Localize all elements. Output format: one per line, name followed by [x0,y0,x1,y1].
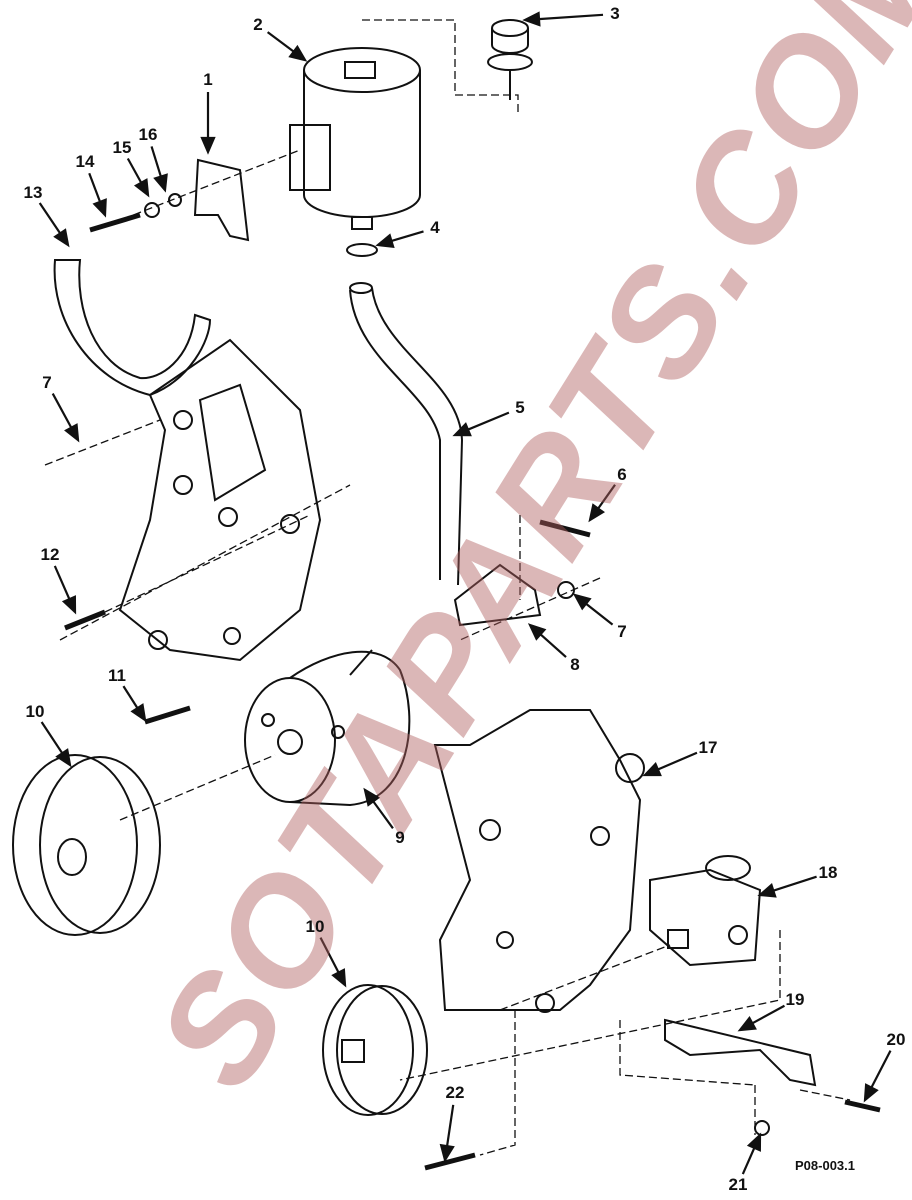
callout-label: 10 [305,917,325,936]
callout-label: 8 [570,655,580,674]
arrow-head-icon [153,173,168,193]
callout-label: 2 [253,15,263,34]
pulley-part-lower [322,984,428,1116]
callout-label: 14 [75,152,95,171]
cap-part [487,19,533,100]
callout-leader-line [461,411,510,433]
arrow-head-icon [863,1083,879,1103]
pulley-part [12,754,161,936]
callout-leader-line [767,875,817,894]
arrow-head-icon [64,423,80,443]
arrow-head-icon [92,198,107,218]
callout-label: 1 [203,70,213,89]
arrow-head-icon [363,787,381,807]
arrow-head-icon [588,503,606,523]
callout-leader-line [51,393,76,434]
callout-leader-line [40,721,67,759]
reservoir-part [289,47,421,230]
callout-label: 5 [515,398,525,417]
arrow-head-icon [375,233,395,249]
arrow-head-icon [746,1132,762,1152]
arrow-head-icon [439,1143,455,1163]
callout-leader-line [532,13,604,21]
arrow-head-icon [527,623,547,641]
bracket-part [193,158,250,242]
arrow-head-icon [522,11,541,27]
callout-label: 10 [25,702,45,721]
arrow-head-icon [757,883,777,898]
callout-leader-line [319,937,343,979]
pump-part [244,649,411,807]
callout-label: 9 [395,828,405,847]
arrow-head-icon [642,762,662,777]
callout-leader-line [38,202,65,239]
callout-label: 13 [23,183,43,202]
callout-label: 12 [40,545,60,564]
callout-label: 15 [112,138,132,157]
callout-label: 6 [617,465,627,484]
arrow-head-icon [452,422,472,437]
mounting-bracket-part [433,709,645,1013]
arrow-head-icon [61,595,77,615]
callout-leader-line [746,1004,785,1028]
arrow-head-icon [130,703,147,723]
callout-label: 17 [698,738,718,757]
callout-leader-line [867,1050,892,1094]
callout-label: 18 [818,863,838,882]
callout-leader-line [651,751,698,773]
callout-leader-line [445,1104,455,1153]
callout-label: 16 [138,125,158,144]
arrow-head-icon [53,228,70,248]
callout-label: 21 [728,1175,748,1194]
arrow-head-icon [55,748,72,768]
callout-label: 7 [42,373,52,392]
arrow-head-icon [200,136,216,155]
reference-code: P08-003.1 [795,1158,855,1173]
callout-label: 3 [610,4,620,23]
arrow-head-icon [572,593,592,611]
arrow-head-icon [133,178,150,198]
callout-label: 22 [445,1083,465,1102]
callout-label: 4 [430,218,440,237]
callout-label: 20 [886,1030,906,1049]
arrow-head-icon [288,44,308,62]
callout-label: 11 [108,666,126,685]
arrow-head-icon [737,1016,757,1032]
pump-assembly-part [649,855,762,967]
callout-label: 7 [617,622,627,641]
pump-bracket-part [53,259,322,662]
arrow-head-icon [331,968,347,988]
callout-label: 19 [785,990,805,1009]
